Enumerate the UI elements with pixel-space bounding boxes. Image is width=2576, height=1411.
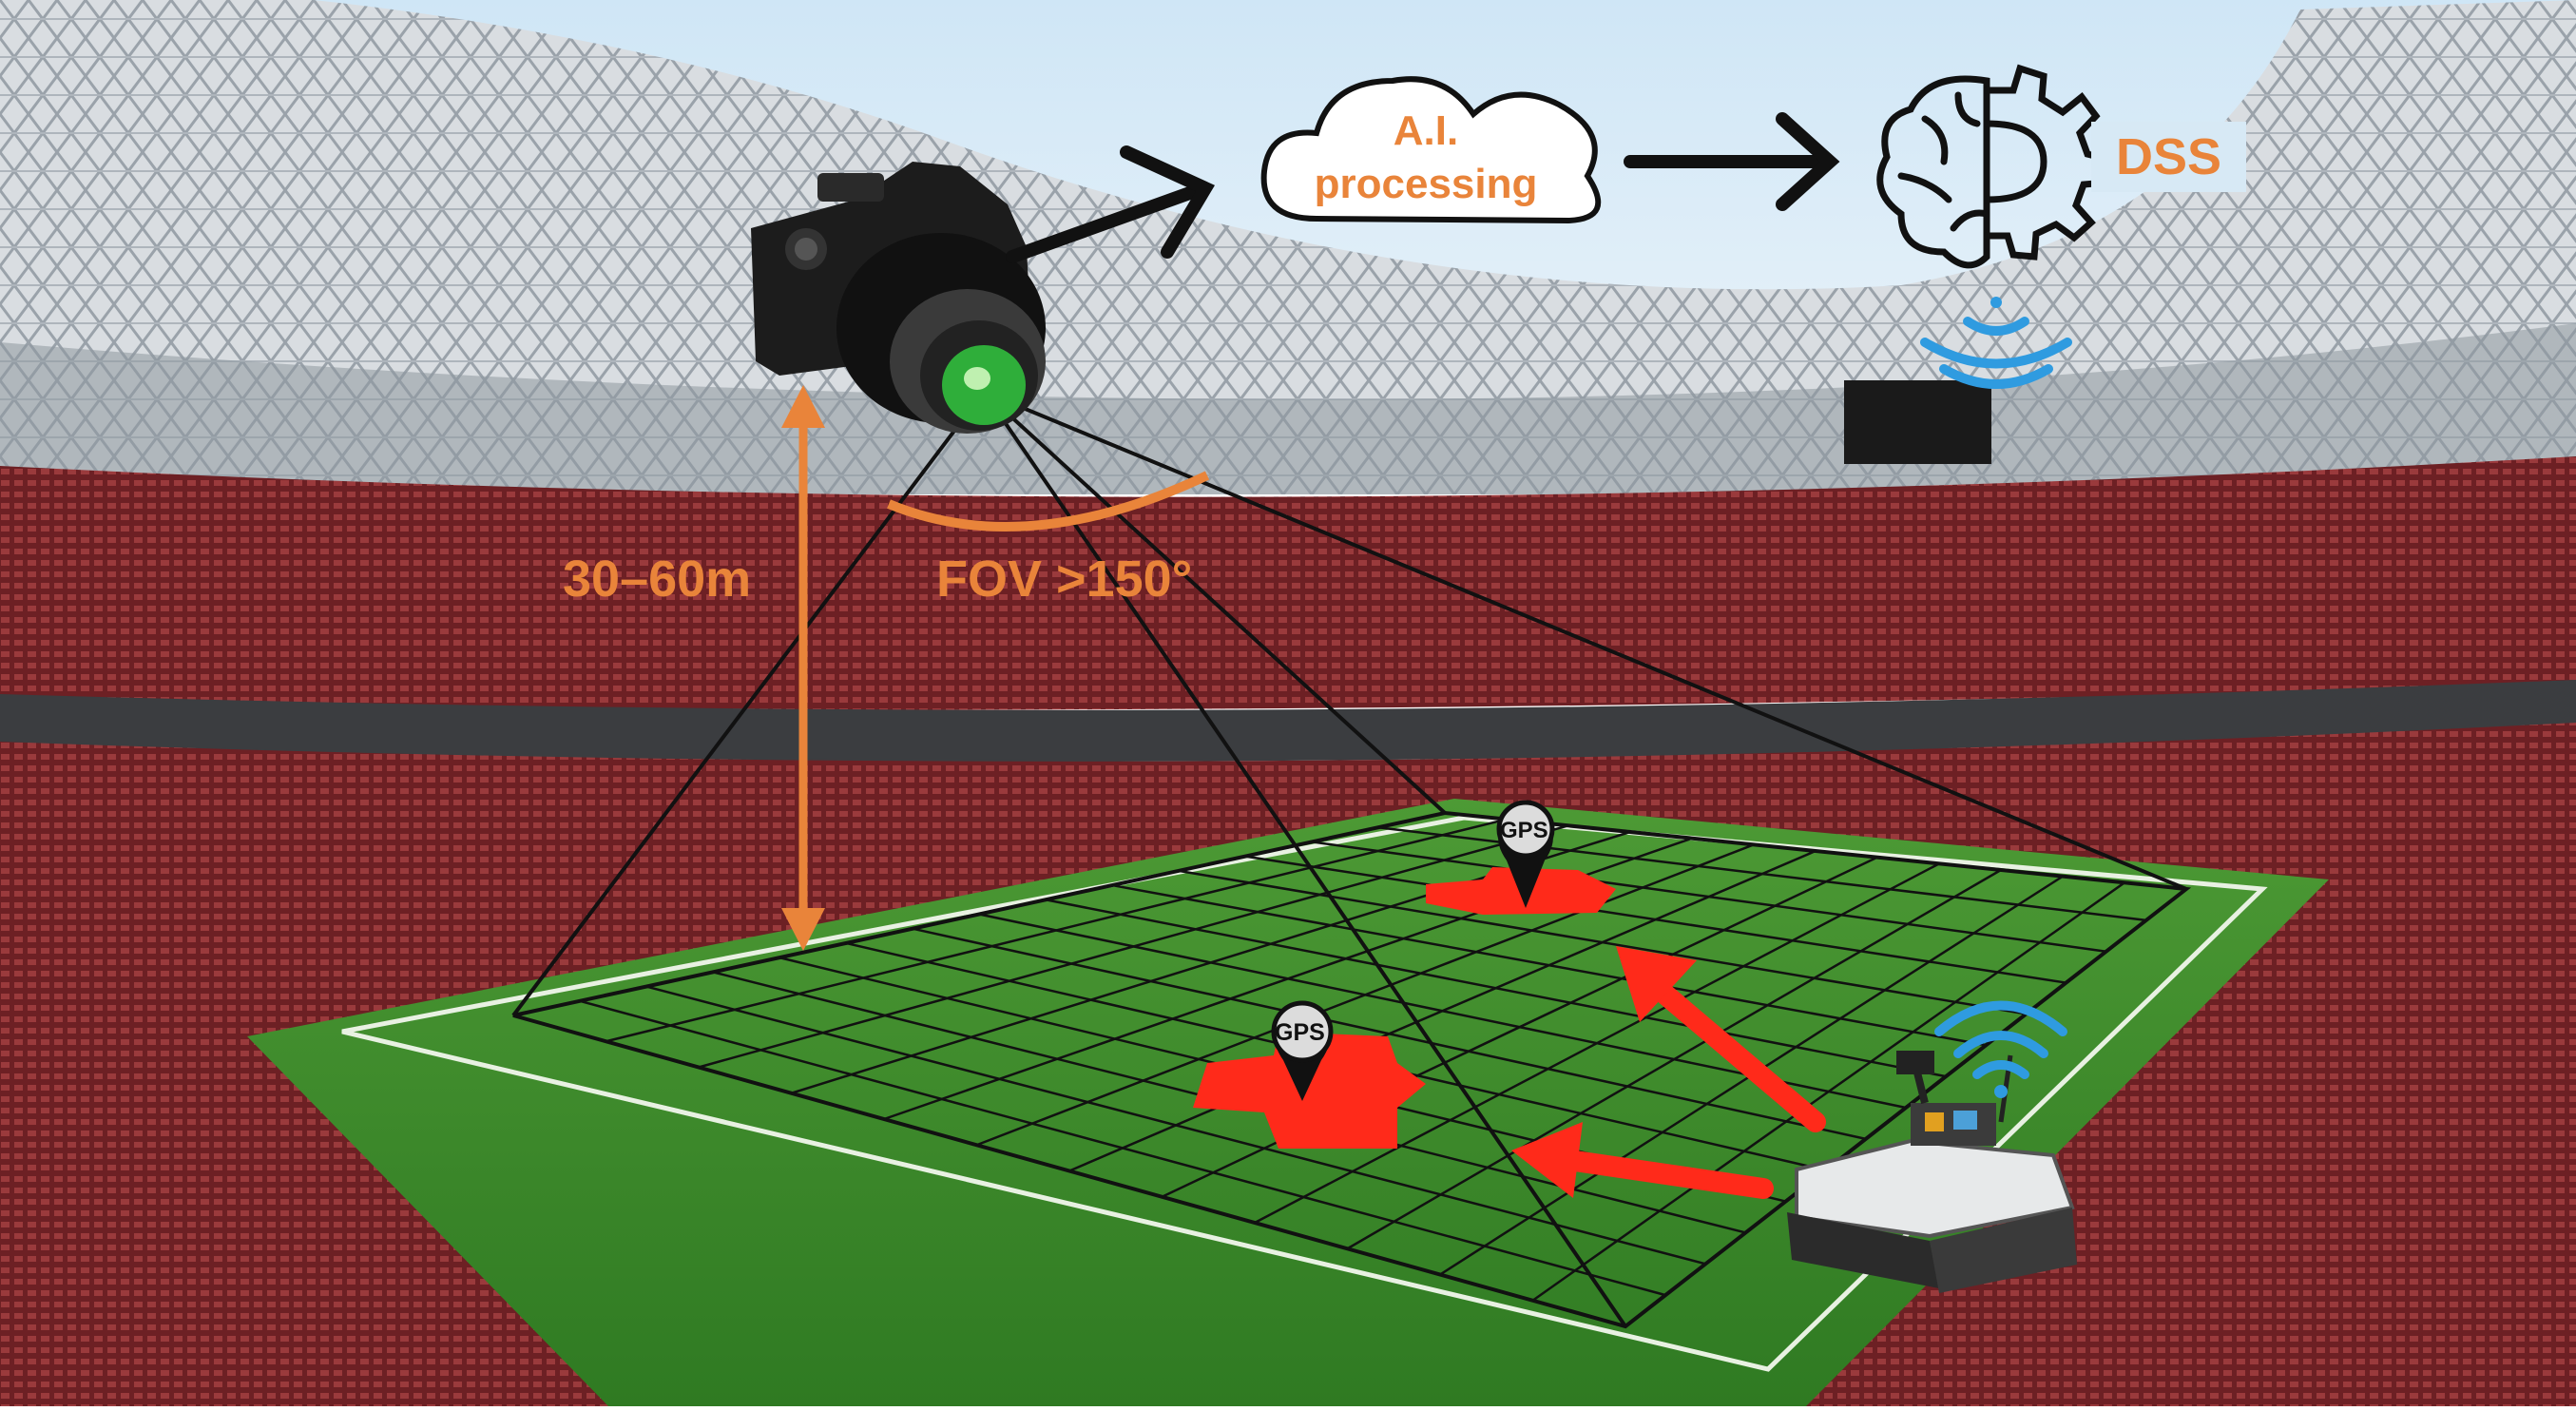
brain-gear-icon: [1876, 64, 2114, 269]
grid-line: [1346, 868, 2002, 1250]
camera-height-label: 30–60m: [563, 551, 752, 608]
gps-marker-label: GPS: [1275, 1019, 1325, 1046]
camera-icon: [751, 162, 1046, 434]
ai-processing-label: A.I. processing: [1314, 107, 1538, 207]
wifi-icon: [1934, 1000, 2067, 1098]
grid-line: [976, 843, 1755, 1147]
stadium-roof: [0, 0, 2576, 494]
arrow-cloud-to-dss: [1624, 112, 1840, 211]
grid-line: [1068, 849, 1817, 1172]
grid-line: [1254, 862, 1940, 1225]
fov-frustum: [511, 390, 2187, 1328]
stand-walkway: [0, 680, 2576, 763]
grid-line: [698, 824, 1569, 1069]
fov-label: FOV >150°: [936, 551, 1193, 608]
grid-line: [1531, 881, 2125, 1302]
red-arrows: [1511, 946, 1826, 1199]
arrow-camera-to-cloud: [1006, 145, 1216, 263]
tracked-robot-icon: [1787, 1051, 2077, 1293]
dss-label: DSS: [2091, 122, 2247, 192]
fov-arc: [887, 471, 1210, 532]
wifi-icon: [1920, 297, 2072, 389]
grid-line: [606, 818, 1508, 1043]
upper-stands: [0, 456, 2576, 710]
gps-pin-icon: [1271, 1000, 1334, 1101]
gps-pin-icon: [1496, 800, 1555, 908]
gps-marker-label: GPS: [1500, 818, 1548, 843]
cloud-icon: [1260, 76, 1602, 224]
target-zone-2: [1193, 1032, 1426, 1149]
scoreboard: [1844, 380, 1991, 464]
height-arrow: [781, 385, 825, 951]
